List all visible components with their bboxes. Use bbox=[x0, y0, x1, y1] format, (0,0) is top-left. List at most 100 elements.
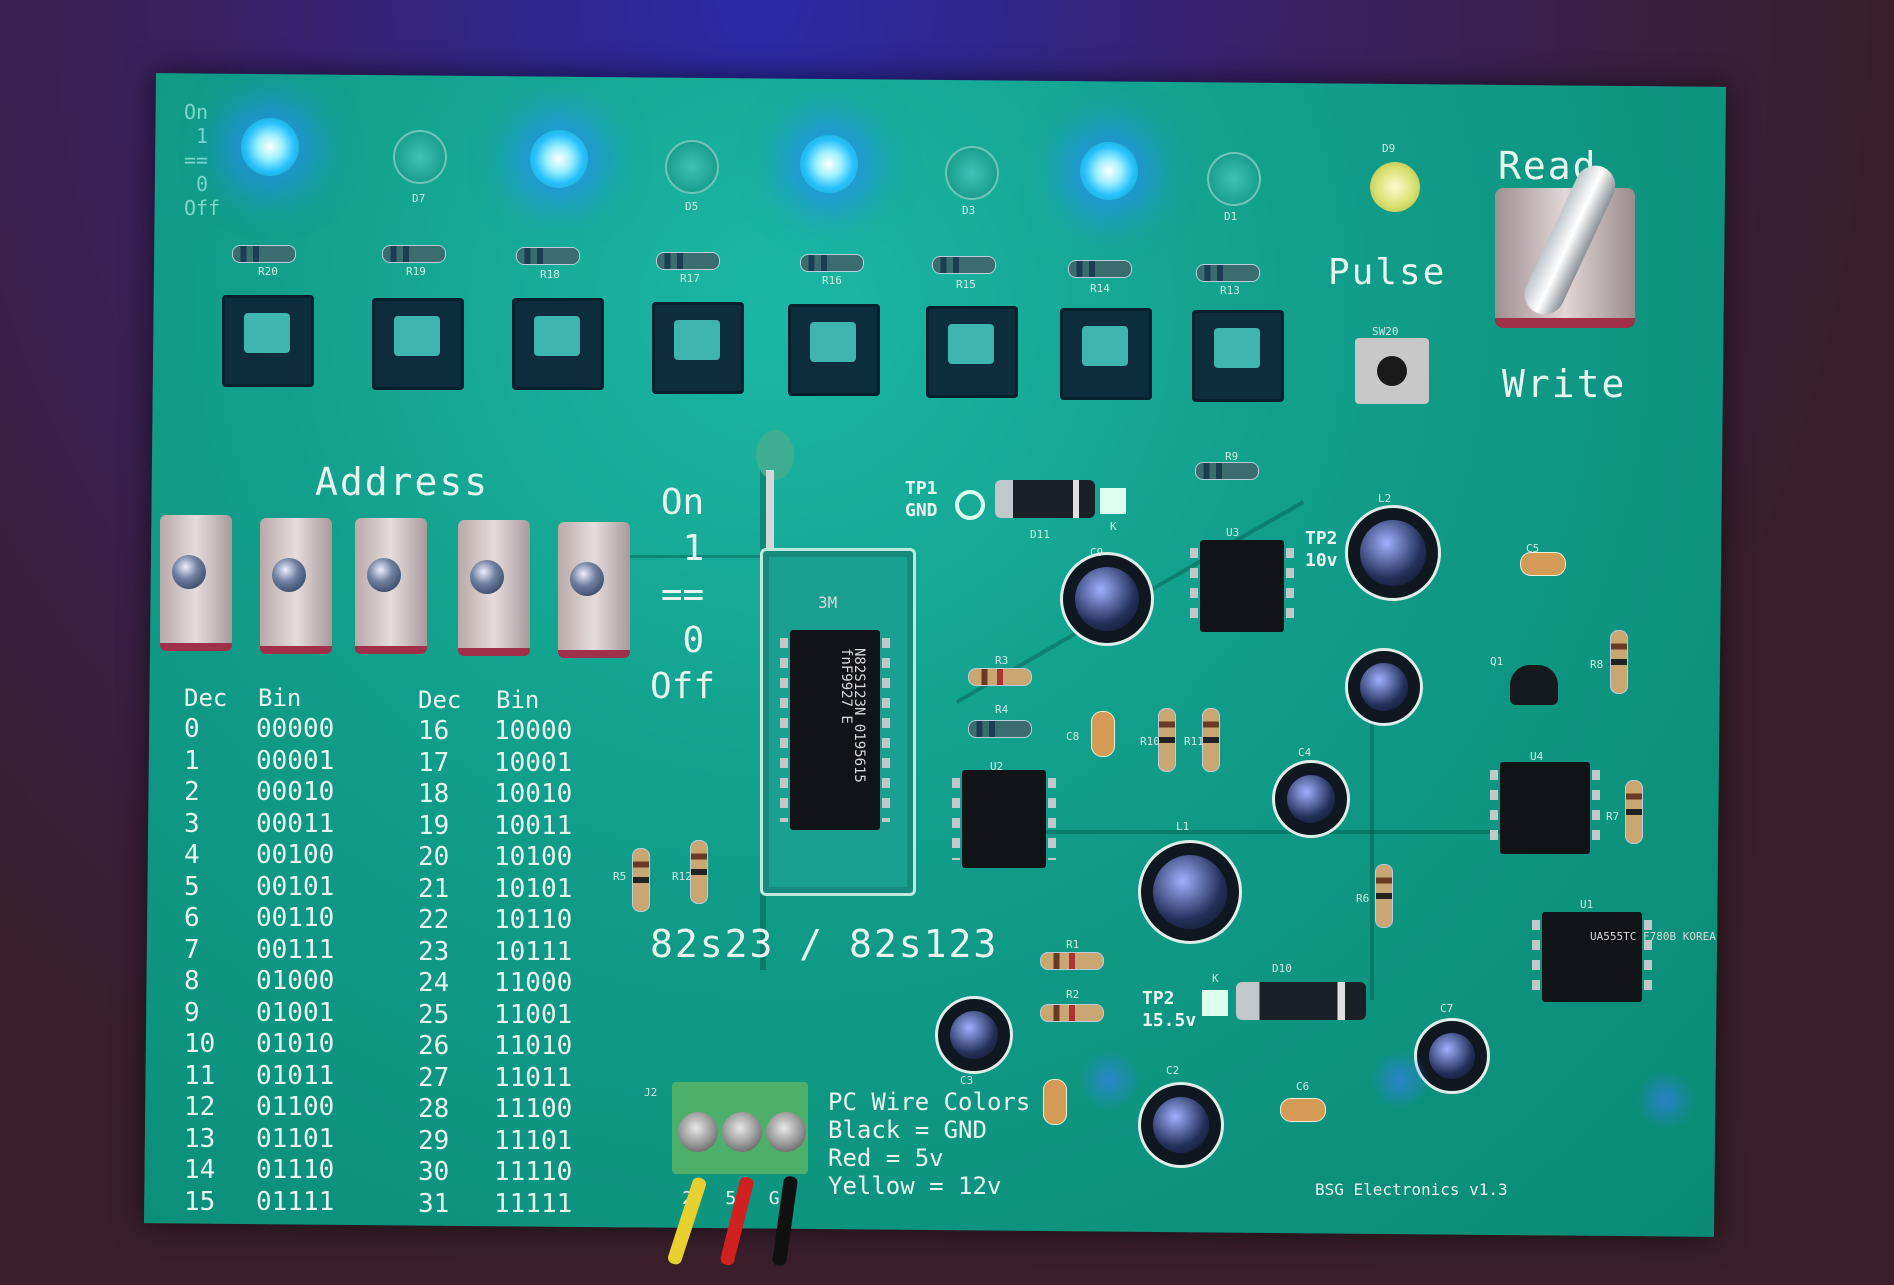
socket-brand: 3M bbox=[818, 593, 838, 612]
table-bin-cell: 01101 bbox=[256, 1123, 335, 1154]
u2-label: U2 bbox=[990, 760, 1004, 773]
led-label: D5 bbox=[685, 200, 699, 213]
address-switch-2[interactable] bbox=[355, 518, 427, 654]
pad bbox=[1100, 488, 1126, 514]
resistor-label: R16 bbox=[822, 274, 842, 287]
resistor-r11 bbox=[1202, 708, 1220, 772]
r2-label: R2 bbox=[1066, 988, 1080, 1001]
resistor-r5 bbox=[632, 848, 650, 912]
table-bin-cell: 01001 bbox=[256, 997, 335, 1028]
table-dec-cell: 21 bbox=[418, 873, 450, 904]
transistor-q1 bbox=[1510, 665, 1558, 705]
led-d4 bbox=[800, 135, 858, 193]
table-bin-cell: 01011 bbox=[256, 1060, 335, 1091]
capacitor-c3 bbox=[935, 996, 1013, 1074]
rom-chip-label: N82S123N 0195615 fnF9927 E bbox=[838, 648, 867, 783]
socket-lever[interactable] bbox=[766, 470, 774, 570]
table-bin-cell: 11110 bbox=[494, 1157, 573, 1187]
table-dec-cell: 25 bbox=[418, 999, 450, 1030]
led-label: D7 bbox=[412, 192, 426, 205]
table-bin-cell: 01100 bbox=[256, 1092, 335, 1122]
data-bit-button-4[interactable] bbox=[652, 302, 744, 394]
ic-u2 bbox=[952, 770, 1056, 868]
address-switch-4[interactable] bbox=[160, 515, 232, 651]
table-bin-cell: 11100 bbox=[494, 1094, 573, 1124]
trace bbox=[1000, 830, 1500, 834]
r4-label: R4 bbox=[995, 703, 1009, 716]
capacitor-c4 bbox=[1272, 760, 1350, 838]
r3-label: R3 bbox=[995, 654, 1009, 667]
led-d8 bbox=[241, 118, 299, 176]
resistor-r3 bbox=[968, 668, 1032, 686]
resistor-r8 bbox=[1610, 630, 1628, 694]
table-dec-cell: 13 bbox=[184, 1123, 216, 1154]
ic-u1 bbox=[1532, 912, 1652, 1002]
address-switch-1[interactable] bbox=[458, 520, 530, 656]
table-bin-cell: 10000 bbox=[494, 716, 573, 746]
resistor-label: R13 bbox=[1220, 284, 1240, 297]
c7-label: C7 bbox=[1440, 1002, 1454, 1015]
light-glow bbox=[1636, 1070, 1696, 1130]
table-bin-cell: 00100 bbox=[256, 840, 335, 870]
capacitor bbox=[1043, 1079, 1067, 1125]
data-bit-button-5[interactable] bbox=[512, 298, 604, 390]
data-bit-button-3[interactable] bbox=[788, 304, 880, 396]
resistor-r17 bbox=[656, 252, 720, 270]
resistor-r7 bbox=[1625, 780, 1643, 844]
trace bbox=[1370, 700, 1374, 1000]
led-label: D1 bbox=[1224, 210, 1238, 223]
address-legend: On 1 == 0 Off bbox=[650, 482, 716, 707]
data-bit-button-7[interactable] bbox=[222, 295, 314, 387]
table-dec-cell: 20 bbox=[418, 842, 450, 872]
resistor-label: R20 bbox=[258, 265, 278, 278]
terminal-screw[interactable] bbox=[678, 1112, 718, 1152]
table-dec-cell: 23 bbox=[418, 936, 450, 967]
r5-label: R5 bbox=[613, 870, 627, 883]
resistor-r12 bbox=[690, 840, 708, 904]
u4-label: U4 bbox=[1530, 750, 1544, 763]
resistor-r10 bbox=[1158, 708, 1176, 772]
u1-label: U1 bbox=[1580, 898, 1594, 911]
resistor-label: R17 bbox=[680, 272, 700, 285]
table-bin-cell: 11111 bbox=[494, 1188, 573, 1219]
table-bin-cell: 10001 bbox=[494, 747, 573, 778]
resistor-label: R19 bbox=[406, 265, 426, 278]
sw20-label: SW20 bbox=[1372, 325, 1399, 338]
table-dec-cell: 16 bbox=[418, 716, 450, 746]
tp2-155v-label: TP2 15.5v bbox=[1142, 988, 1197, 1031]
r7-label: R7 bbox=[1606, 810, 1620, 823]
led-label: D3 bbox=[962, 204, 976, 217]
terminal-screw[interactable] bbox=[766, 1112, 806, 1152]
address-switch-3[interactable] bbox=[260, 518, 332, 654]
data-bit-button-0[interactable] bbox=[1192, 310, 1284, 402]
table-bin-cell: 01111 bbox=[256, 1186, 335, 1217]
led-d2 bbox=[1080, 142, 1138, 200]
table-bin-cell: 00010 bbox=[256, 777, 335, 807]
data-bit-button-1[interactable] bbox=[1060, 308, 1152, 400]
socket-lever-knob[interactable] bbox=[756, 430, 794, 480]
resistor-r15 bbox=[932, 256, 996, 274]
light-glow bbox=[1370, 1050, 1430, 1110]
table-bin-cell: 10111 bbox=[494, 936, 573, 967]
capacitor-c9 bbox=[1060, 552, 1154, 646]
data-bit-button-2[interactable] bbox=[926, 306, 1018, 398]
wire-colors-legend: PC Wire Colors Black = GND Red = 5v Yell… bbox=[828, 1088, 1031, 1200]
table-bin-cell: 11101 bbox=[494, 1125, 573, 1156]
inductor-l1 bbox=[1138, 840, 1242, 944]
terminal-screw[interactable] bbox=[722, 1112, 762, 1152]
address-switch-0[interactable] bbox=[558, 522, 630, 658]
table-dec-cell: 2 bbox=[184, 777, 200, 807]
led-d7 bbox=[393, 130, 447, 184]
table-dec-cell: 24 bbox=[418, 968, 450, 998]
table-dec-cell: 18 bbox=[418, 779, 450, 809]
table-bin-cell: 10101 bbox=[494, 873, 573, 904]
j2-label: J2 bbox=[644, 1086, 658, 1099]
r11-label: R11 bbox=[1184, 735, 1204, 748]
tp1-testpoint[interactable] bbox=[955, 490, 985, 520]
resistor-r9 bbox=[1195, 462, 1259, 480]
data-bit-button-6[interactable] bbox=[372, 298, 464, 390]
pulse-button[interactable] bbox=[1355, 338, 1429, 404]
resistor-r19 bbox=[382, 245, 446, 263]
table-dec-cell: 29 bbox=[418, 1125, 450, 1156]
resistor-r14 bbox=[1068, 260, 1132, 278]
